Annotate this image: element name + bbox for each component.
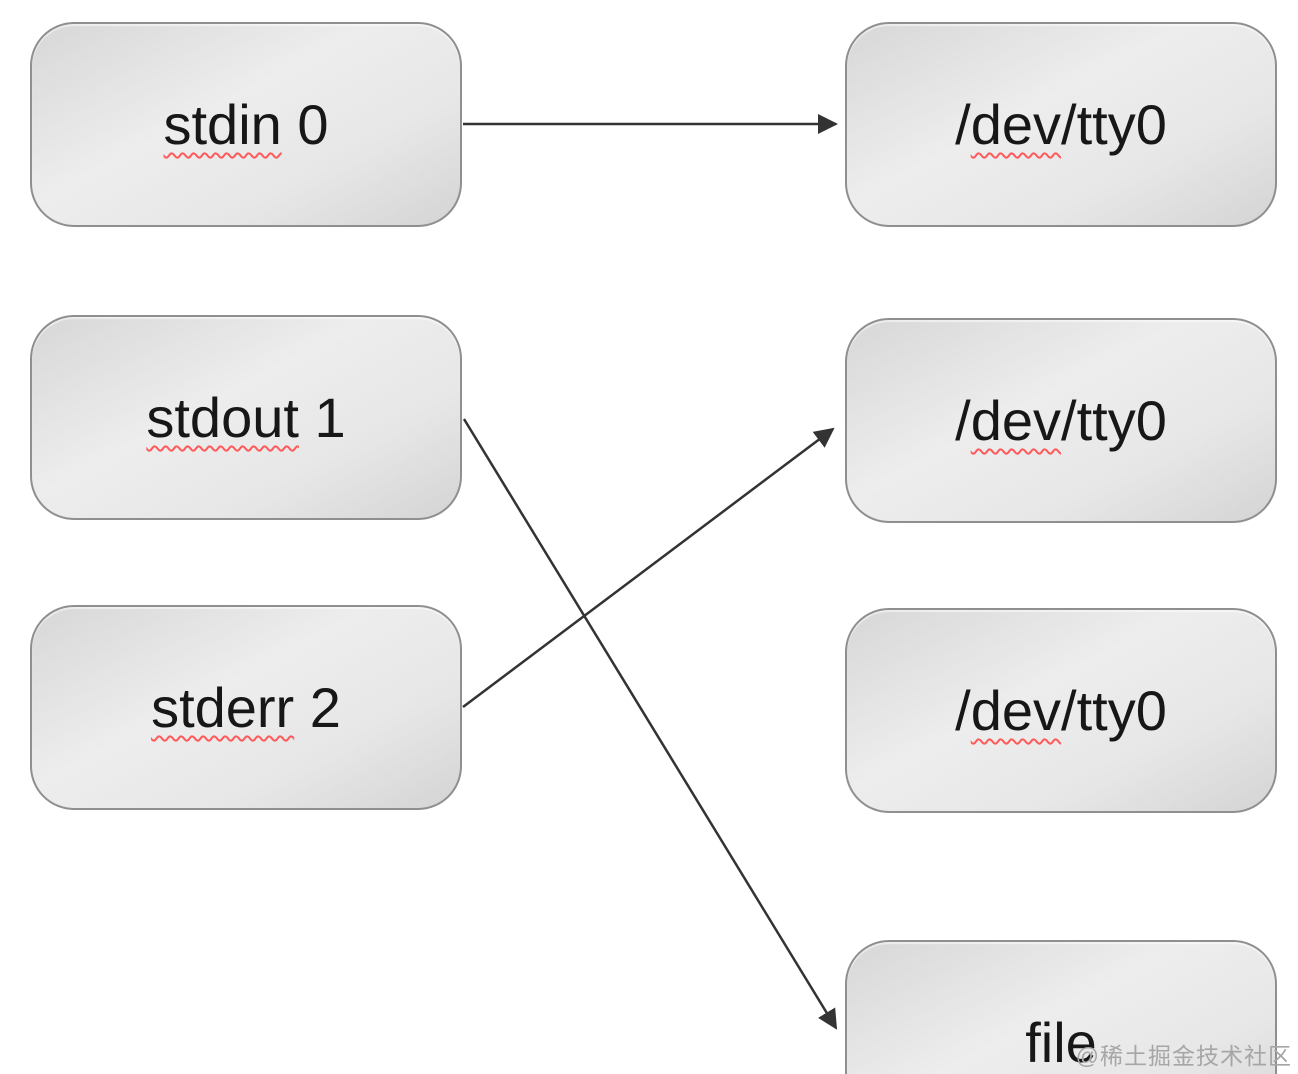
node-devtty0-2-label: /dev/tty0 [955, 388, 1167, 453]
node-devtty0-3: /dev/tty0 [845, 608, 1277, 813]
label-post: /tty0 [1061, 679, 1167, 742]
label-misspelled: stdin [163, 93, 282, 156]
label-post: file [1025, 1010, 1097, 1074]
node-devtty0-1-label: /dev/tty0 [955, 92, 1167, 157]
label-misspelled: dev [970, 389, 1062, 452]
edge-stderr-to-devtty0-2 [462, 427, 835, 708]
label-misspelled: dev [970, 679, 1062, 742]
node-devtty0-2: /dev/tty0 [845, 318, 1277, 523]
node-stdin: stdin 0 [30, 22, 462, 227]
label-misspelled: dev [970, 93, 1062, 156]
label-misspelled: stdout [146, 386, 299, 449]
node-devtty0-3-label: /dev/tty0 [955, 678, 1167, 743]
label-pre: / [955, 389, 971, 452]
label-post: 2 [294, 676, 341, 739]
node-devtty0-1: /dev/tty0 [845, 22, 1277, 227]
node-file: file [845, 940, 1277, 1074]
node-stdin-label: stdin 0 [164, 92, 329, 157]
node-stdout-label: stdout 1 [146, 385, 345, 450]
label-post: /tty0 [1061, 389, 1167, 452]
label-post: 1 [298, 386, 346, 449]
label-pre: / [955, 679, 971, 742]
edge-stdout-to-file [462, 418, 838, 1030]
label-pre: / [955, 93, 971, 156]
node-file-label: file [1025, 1010, 1097, 1074]
node-stderr-label: stderr 2 [151, 675, 341, 740]
watermark: @稀土掘金技术社区 [1075, 1043, 1292, 1069]
node-stdout: stdout 1 [30, 315, 462, 520]
label-post: /tty0 [1061, 93, 1167, 156]
node-stderr: stderr 2 [30, 605, 462, 810]
label-post: 0 [281, 93, 329, 156]
label-misspelled: stderr [151, 676, 295, 739]
